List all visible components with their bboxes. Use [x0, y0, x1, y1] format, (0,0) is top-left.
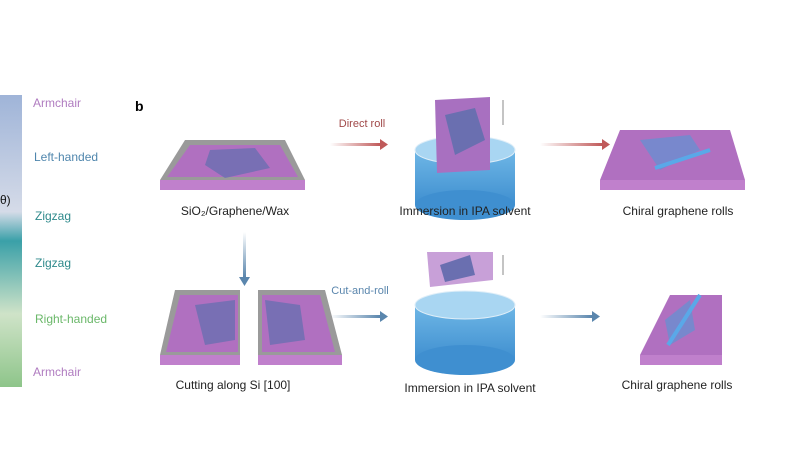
arrow-shaft [330, 143, 380, 146]
label-result-top: Chiral graphene rolls [622, 204, 734, 218]
label-left-handed: Left-handed [34, 150, 99, 164]
arrow-right-icon [380, 311, 388, 322]
arrow-right-icon [592, 311, 600, 322]
label-zigzag-bottom: Zigzag [35, 256, 72, 270]
cut-substrate-slabs [160, 290, 342, 365]
panel-label: b [135, 98, 144, 114]
arrow-shaft [540, 143, 602, 146]
label-right-handed: Right-handed [35, 312, 108, 326]
ipa-dish-top [414, 97, 516, 220]
theta-fragment: θ) [0, 193, 11, 207]
method-direct-roll: Direct roll [338, 118, 386, 130]
label-start-bottom: Cutting along Si [100] [175, 378, 291, 392]
label-start-top: SiO₂/Graphene/Wax [180, 204, 290, 218]
label-armchair-top: Armchair [33, 96, 82, 110]
wax-substrate-slab [160, 140, 305, 190]
arrow-down-icon [239, 277, 250, 286]
ipa-dish-bottom [414, 252, 516, 375]
label-zigzag-top: Zigzag [35, 209, 72, 223]
graphene-lattice-strip [0, 95, 22, 387]
method-cut-and-roll: Cut-and-roll [331, 285, 389, 297]
arrow-shaft [540, 315, 592, 318]
arrow-right-icon [602, 139, 610, 150]
label-immersion-top: Immersion in IPA solvent [399, 204, 531, 218]
arrow-shaft [243, 232, 246, 277]
arrow-right-icon [380, 139, 388, 150]
label-result-bottom: Chiral graphene rolls [621, 378, 733, 392]
label-immersion-bottom: Immersion in IPA solvent [404, 381, 536, 395]
chiral-roll-slab-bottom [640, 293, 722, 365]
chiral-roll-slab-top [600, 130, 745, 190]
arrow-shaft [330, 315, 380, 318]
label-armchair-bottom: Armchair [33, 365, 82, 379]
